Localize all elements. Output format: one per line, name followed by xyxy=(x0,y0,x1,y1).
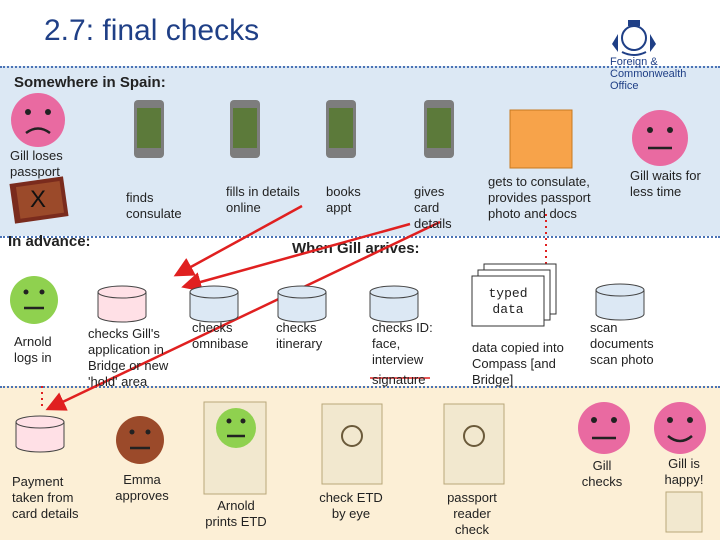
fco-crest-icon xyxy=(612,20,656,56)
phone-icon xyxy=(326,100,356,158)
label-gill-checks: Gill checks xyxy=(581,458,623,489)
label-emma-approves: Emma approves xyxy=(115,472,169,503)
lost-passport-icon xyxy=(9,176,69,224)
label-books-appt: books appt xyxy=(326,184,361,215)
emma-face-icon xyxy=(116,416,164,464)
typed-data-pages-icon xyxy=(471,263,557,327)
red-arrow xyxy=(45,220,441,411)
fco-logo-text: Foreign & Commonwealth Office xyxy=(610,56,686,92)
payment-database-icon xyxy=(15,415,65,453)
label-gets-consulate: gets to consulate, provides passport pho… xyxy=(488,174,591,221)
label-scan-docs: scan documents scan photo xyxy=(590,320,654,367)
label-checks-id: checks ID: face, interview xyxy=(372,320,433,367)
red-arrow xyxy=(181,222,411,292)
phone-icon xyxy=(134,100,164,158)
phone-icon xyxy=(230,100,260,158)
section-spain: Somewhere in Spain: xyxy=(14,74,166,91)
label-payment: Payment taken from card details xyxy=(12,474,79,521)
label-passport-reader: passport reader check xyxy=(447,490,497,537)
logo-line-1: Foreign & xyxy=(610,56,658,68)
label-checks-itinerary: checks itinerary xyxy=(276,320,323,351)
id-check-database-icon xyxy=(369,285,419,323)
passport-document-icon xyxy=(443,403,505,485)
page-title: 2.7: final checks xyxy=(44,14,260,47)
gill-checks-face-icon xyxy=(578,402,630,454)
label-check-etd: check ETD by eye xyxy=(319,490,383,521)
omnibase-database-icon xyxy=(189,285,239,323)
divider-bottom xyxy=(0,386,720,388)
arnold-etd-icon xyxy=(203,401,267,495)
spain-band xyxy=(0,66,720,236)
gill-happy-face-icon xyxy=(654,402,706,454)
label-gives-card: gives card details xyxy=(414,184,452,231)
bridge-database-icon xyxy=(97,285,147,323)
logo-line-2: Commonwealth xyxy=(610,68,687,80)
phone-icon xyxy=(424,100,454,158)
label-fills-details: fills in details online xyxy=(226,184,300,215)
divider-top xyxy=(0,66,720,68)
consulate-box-icon xyxy=(509,109,573,169)
etd-document-icon xyxy=(321,403,383,485)
x-mark: X xyxy=(30,186,47,213)
label-gill-happy: Gill is happy! xyxy=(664,456,704,487)
gill-waiting-face-icon xyxy=(632,110,688,166)
label-gill-loses: Gill loses passport xyxy=(10,148,63,179)
arnold-face-icon xyxy=(10,276,58,324)
label-gill-waits: Gill waits for less time xyxy=(630,168,701,199)
itinerary-database-icon xyxy=(277,285,327,323)
label-checks-application: checks Gill's application in Bridge or n… xyxy=(88,326,169,389)
label-arnold-logs: Arnold logs in xyxy=(14,334,52,365)
label-data-copied: data copied into Compass [and Bridge] xyxy=(472,340,564,387)
label-arnold-prints: Arnold prints ETD xyxy=(205,498,267,529)
label-finds-consulate: finds consulate xyxy=(126,190,182,221)
scan-database-icon xyxy=(595,283,645,321)
label-checks-omnibase: checks omnibase xyxy=(192,320,249,351)
section-advance: In advance: xyxy=(8,233,91,250)
label-signature: signature xyxy=(372,372,426,387)
gill-sad-face-icon xyxy=(11,93,65,147)
label-typed-data: typed data xyxy=(488,286,528,317)
new-passport-icon xyxy=(665,491,703,533)
section-arrives: When Gill arrives: xyxy=(292,240,420,257)
logo-line-3: Office xyxy=(610,80,639,92)
red-arrow xyxy=(173,204,303,277)
